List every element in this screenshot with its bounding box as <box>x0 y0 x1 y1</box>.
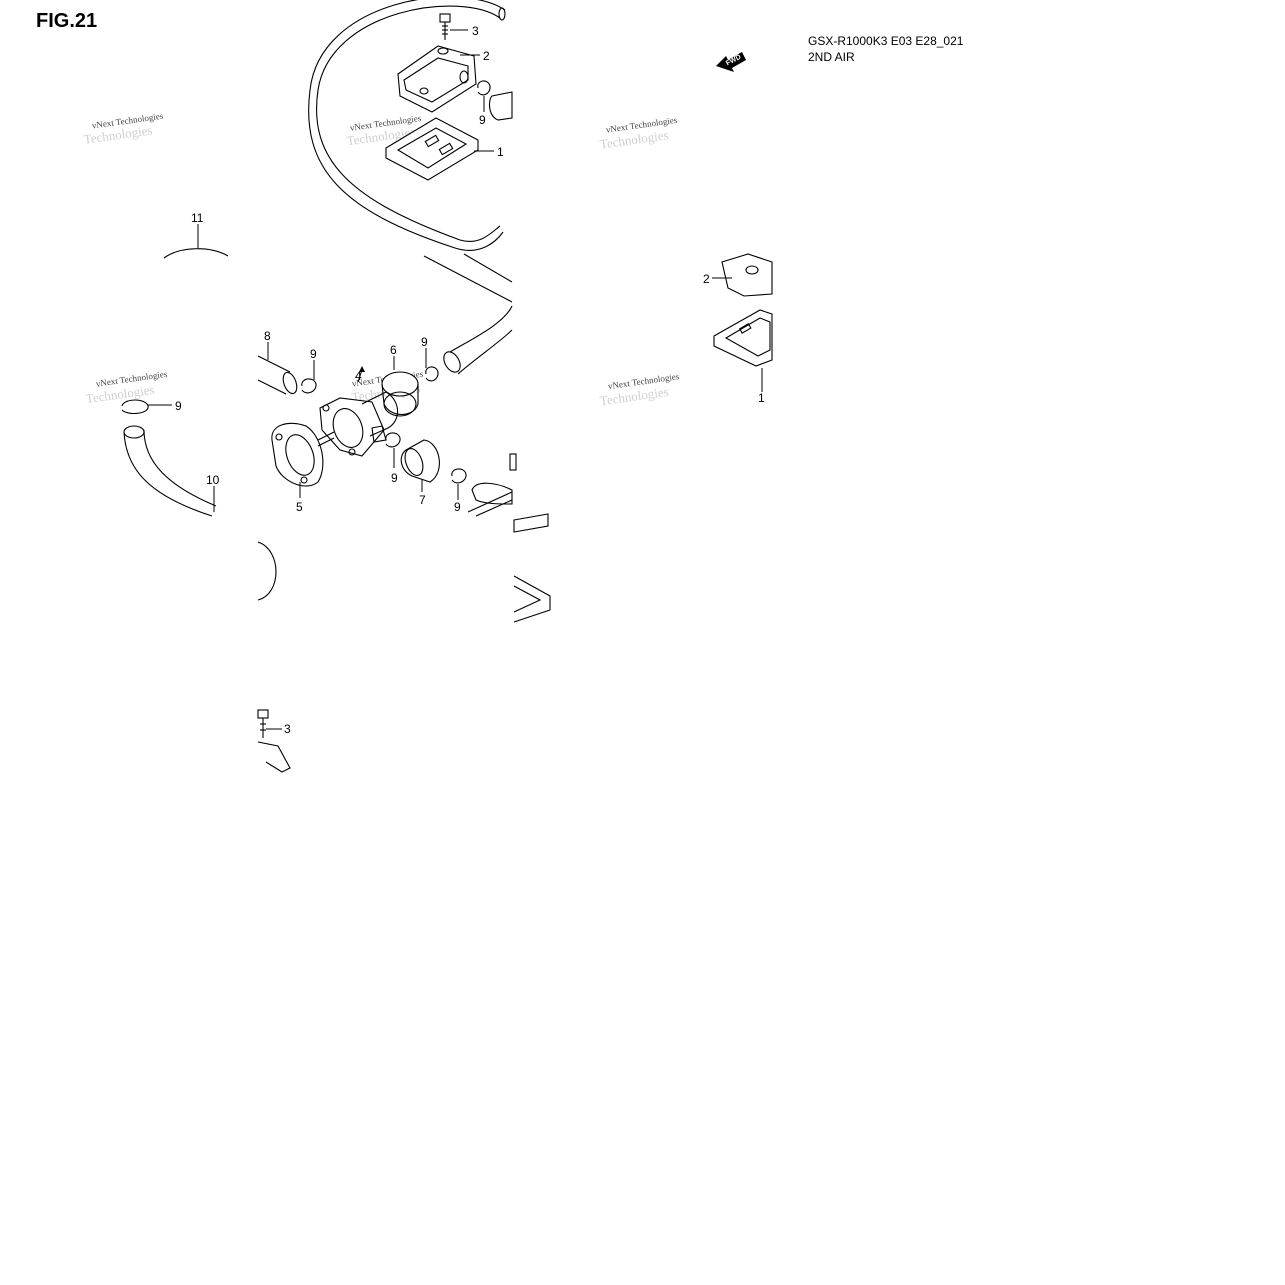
section-title: 2ND AIR <box>808 50 855 61</box>
bolt-upper <box>439 13 451 40</box>
callout-1-right: 1 <box>758 391 765 405</box>
callout-6: 6 <box>390 343 397 357</box>
callout-arrow <box>357 366 365 383</box>
callout-4: 4 <box>355 369 362 383</box>
cover-ring <box>381 371 419 417</box>
model-code: GSX-R1000K3 E03 E28_021 <box>808 34 964 48</box>
bolt-lower <box>257 709 291 773</box>
leader-lines <box>148 29 763 730</box>
callout-9-top: 9 <box>479 113 486 127</box>
watermark-group: Technologies vNext Technologies Technolo… <box>83 111 681 409</box>
callout-7: 7 <box>419 493 426 507</box>
lower-plate <box>513 575 551 623</box>
hose-loop-upper <box>308 0 506 251</box>
clip <box>301 378 317 394</box>
clip <box>451 468 467 484</box>
callout-2-right: 2 <box>703 272 710 286</box>
callout-8: 8 <box>264 329 271 343</box>
hose-arc <box>163 248 229 259</box>
hose-short-7 <box>400 439 440 483</box>
reed-plate-right <box>713 309 773 367</box>
callout-2-top: 2 <box>483 49 490 63</box>
callout-10: 10 <box>206 473 220 487</box>
callout-11: 11 <box>191 211 204 225</box>
figure-number: FIG.21 <box>36 10 98 32</box>
callout-9-b: 9 <box>421 335 428 349</box>
callout-9-a: 9 <box>310 347 317 361</box>
clip <box>425 366 439 382</box>
gasket <box>271 422 324 487</box>
callout-5: 5 <box>296 500 303 514</box>
air-control-valve <box>317 391 399 457</box>
clip <box>385 432 401 448</box>
callout-1-top: 1 <box>497 145 504 159</box>
hose-diagonal <box>423 253 513 375</box>
reed-plate-upper <box>385 117 479 181</box>
callout-9-e: 9 <box>454 500 461 514</box>
callout-labels: 3 2 9 1 11 2 1 8 9 6 9 4 9 9 10 5 7 9 3 <box>175 24 765 736</box>
callout-9-d: 9 <box>391 471 398 485</box>
callout-3-bottom: 3 <box>284 722 291 736</box>
hose-elbow-10 <box>121 399 217 517</box>
reed-valve-cover-upper <box>397 45 477 113</box>
callout-3-top: 3 <box>472 24 479 38</box>
clamp-upper <box>477 80 513 121</box>
reed-valve-cover-right <box>721 253 773 297</box>
hose-short-8 <box>257 355 298 395</box>
hose-arc-lower <box>257 541 277 601</box>
elbow-fitting <box>467 453 549 533</box>
callout-9-c: 9 <box>175 399 182 413</box>
fwd-arrow-icon: FWD <box>716 52 746 72</box>
